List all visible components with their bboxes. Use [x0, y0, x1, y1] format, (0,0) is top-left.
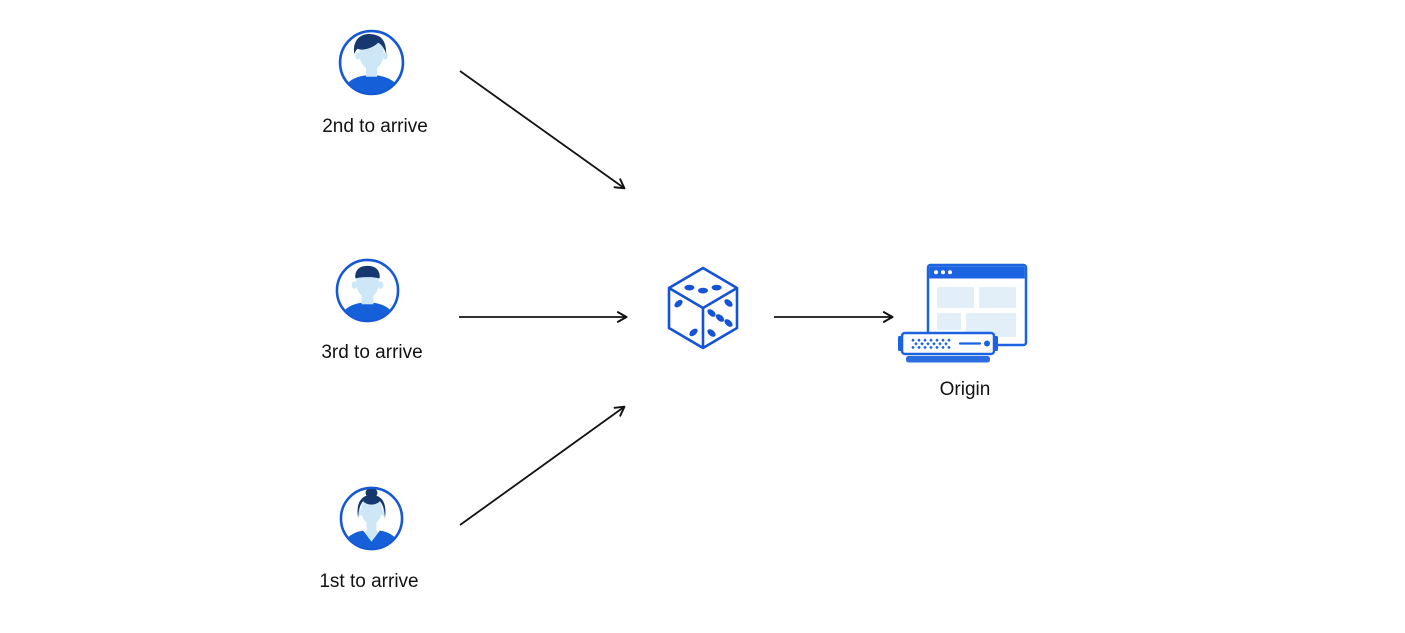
dice-icon: [667, 266, 739, 350]
node-user-middle: [334, 257, 401, 324]
node-label-user-bottom: 1st to arrive: [319, 571, 419, 592]
content-blocks: [937, 287, 1016, 337]
node-user-top: [337, 28, 406, 97]
neck: [361, 291, 374, 305]
male-avatar-flat-hair-icon: [335, 258, 400, 323]
node-label-origin: Origin: [939, 379, 991, 400]
dice-pips: [674, 284, 733, 337]
ear: [382, 52, 388, 60]
neck: [366, 519, 377, 532]
hair: [353, 34, 387, 55]
node-label-user-middle: 3rd to arrive: [321, 342, 423, 363]
hair: [355, 265, 380, 279]
arrow-user-top-to-dice: [459, 70, 626, 190]
titlebar-dot: [948, 270, 952, 275]
face: [361, 497, 382, 525]
male-avatar-swoosh-hair-icon: [338, 29, 405, 96]
ear: [377, 281, 384, 289]
node-dice: [666, 265, 740, 351]
ear: [355, 52, 361, 60]
node-user-bottom: [338, 485, 405, 552]
node-origin: [896, 262, 1032, 364]
arrow-user-bottom-to-dice: [459, 405, 626, 526]
hair: [357, 494, 386, 519]
neck: [365, 64, 378, 77]
ear: [351, 281, 358, 289]
browser-window-and-server-icon: [898, 263, 1028, 363]
node-label-user-top: 2nd to arrive: [322, 116, 428, 137]
titlebar-dot: [941, 270, 945, 275]
server-appliance: [898, 331, 998, 363]
server-indicator-dot: [984, 340, 990, 347]
server-vent-pips: [911, 338, 951, 350]
titlebar-dot: [934, 270, 938, 275]
browser-titlebar: [929, 266, 1025, 279]
female-avatar-bun-icon: [339, 486, 404, 551]
server-base: [906, 356, 990, 363]
